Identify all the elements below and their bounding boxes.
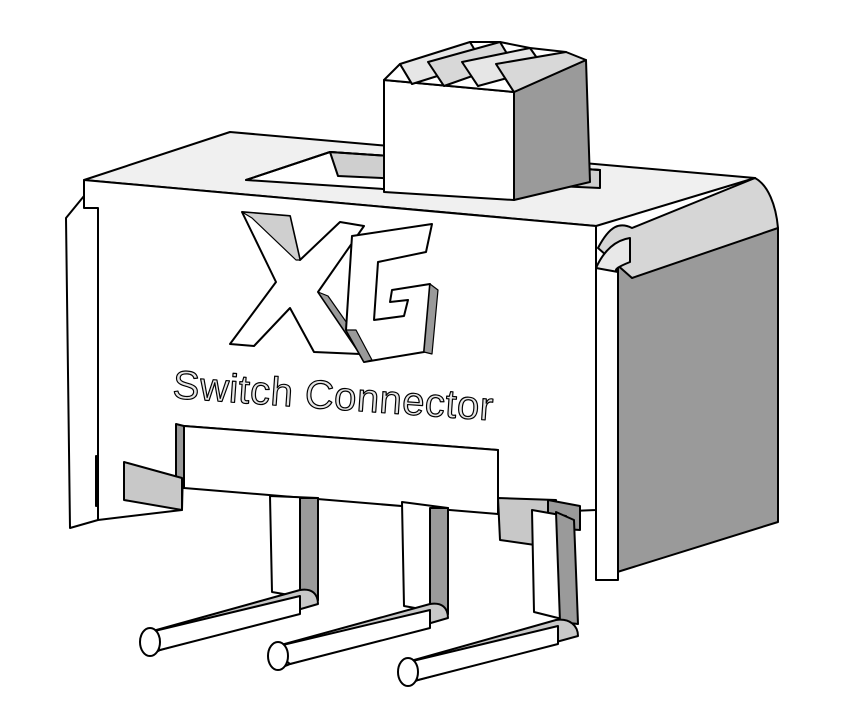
slide-actuator	[383, 41, 591, 201]
right-side-block	[595, 177, 779, 581]
terminal-pin-middle	[267, 501, 449, 671]
terminal-pin-right	[397, 509, 579, 687]
terminal-pin-left	[139, 495, 319, 657]
xg-logo: XG	[229, 211, 439, 363]
